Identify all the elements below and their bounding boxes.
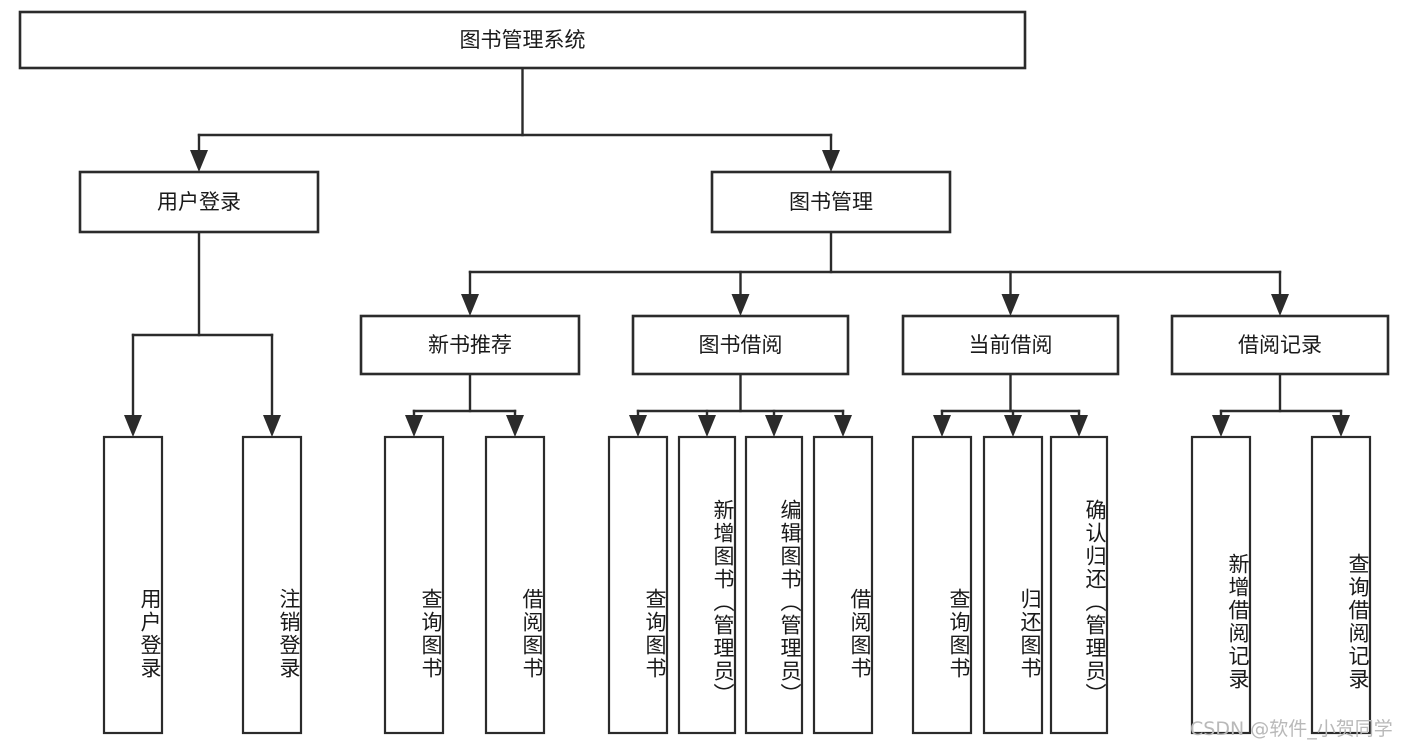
arrow-head-icon-current-borrow	[1001, 294, 1020, 316]
node-box-book-borrow	[631, 314, 850, 376]
arrow-head-icon-leaf-query-book-3	[933, 415, 951, 437]
node-label-user-login: 用户登录	[157, 190, 241, 214]
arrow-head-icon-leaf-borrow-book-2	[834, 415, 852, 437]
node-box-leaf-user-login	[102, 435, 164, 735]
edges-layer	[124, 66, 1350, 437]
node-label-book-manage: 图书管理	[789, 190, 873, 214]
arrow-head-icon-leaf-add-record	[1212, 415, 1230, 437]
arrow-head-icon-user-login	[190, 150, 208, 172]
node-box-leaf-add-book	[677, 435, 737, 735]
node-box-borrow-record	[1170, 314, 1390, 376]
node-box-new-book-recommend	[359, 314, 581, 376]
arrow-head-icon-leaf-user-logout	[263, 415, 281, 437]
arrow-head-icon-book-manage	[822, 150, 840, 172]
node-label-new-book-recommend: 新书推荐	[428, 333, 512, 357]
arrow-head-icon-leaf-user-login	[124, 415, 142, 437]
node-box-root	[18, 10, 1027, 70]
node-box-leaf-query-book-3	[911, 435, 973, 735]
node-box-leaf-user-logout	[241, 435, 303, 735]
node-box-current-borrow	[901, 314, 1120, 376]
arrow-head-icon-leaf-query-record	[1332, 415, 1350, 437]
node-box-leaf-return-book	[982, 435, 1044, 735]
boxes-layer	[18, 10, 1390, 735]
node-box-leaf-borrow-book-2	[812, 435, 874, 735]
arrow-head-icon-leaf-confirm-return	[1070, 415, 1088, 437]
node-box-book-manage	[710, 170, 952, 234]
arrow-head-icon-new-book-recommend	[461, 294, 479, 316]
node-box-leaf-query-book-1	[383, 435, 445, 735]
node-box-leaf-query-record	[1310, 435, 1372, 735]
arrow-head-icon-leaf-query-book-2	[629, 415, 647, 437]
arrow-head-icon-leaf-edit-book	[765, 415, 783, 437]
node-box-leaf-edit-book	[744, 435, 804, 735]
watermark-text: CSDN @软件_小贺同学	[1190, 718, 1393, 740]
node-box-leaf-add-record	[1190, 435, 1252, 735]
arrow-head-icon-leaf-borrow-book-1	[506, 415, 524, 437]
node-label-borrow-record: 借阅记录	[1238, 333, 1322, 357]
node-box-leaf-confirm-return	[1049, 435, 1109, 735]
node-box-leaf-borrow-book-1	[484, 435, 546, 735]
node-label-book-borrow: 图书借阅	[699, 333, 783, 357]
node-label-root: 图书管理系统	[460, 28, 586, 52]
arrow-head-icon-borrow-record	[1271, 294, 1289, 316]
arrow-head-icon-book-borrow	[731, 294, 750, 316]
node-box-leaf-query-book-2	[607, 435, 669, 735]
arrow-head-icon-leaf-add-book	[698, 415, 716, 437]
node-box-user-login	[78, 170, 320, 234]
arrow-head-icon-leaf-return-book	[1004, 415, 1022, 437]
arrow-head-icon-leaf-query-book-1	[405, 415, 423, 437]
node-label-current-borrow: 当前借阅	[969, 333, 1053, 357]
